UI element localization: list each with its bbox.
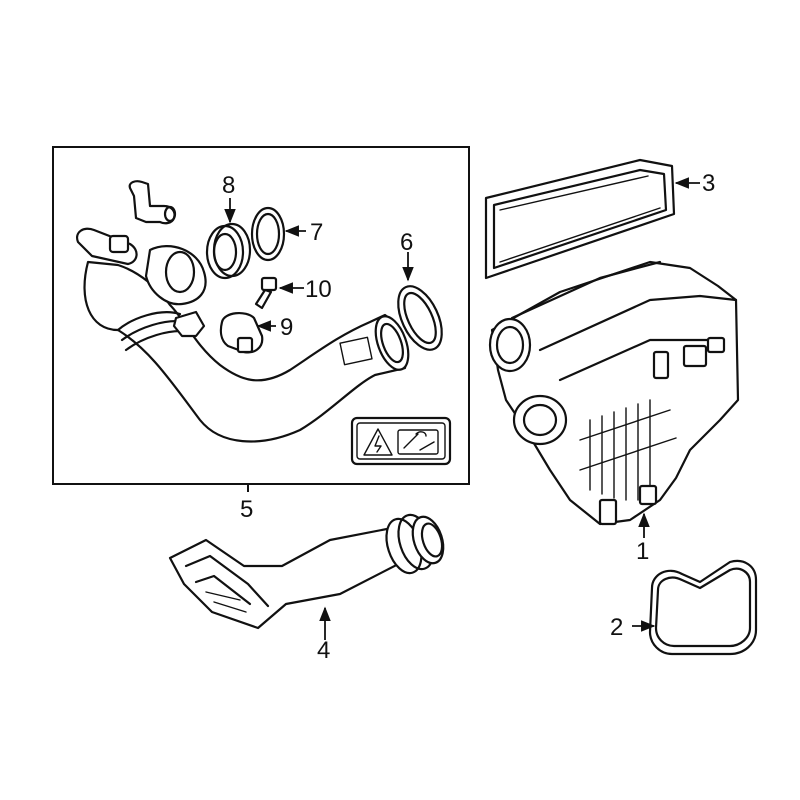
callout-5: 5 [240, 496, 253, 523]
callout-9: 9 [280, 314, 293, 341]
assembly-5-frame [52, 146, 470, 492]
bolt-part-10 [254, 276, 278, 310]
clamp-ring-part-8 [205, 222, 252, 280]
tools-wrench-icon [397, 429, 439, 455]
warning-label [350, 416, 452, 466]
warning-electric-icon [363, 428, 393, 456]
housing-gasket-part-2 [648, 559, 758, 656]
callout-4: 4 [317, 637, 330, 664]
callout-10: 10 [305, 276, 332, 303]
callout-8: 8 [222, 172, 235, 199]
air-filter-housing-part-1 [488, 260, 740, 526]
callout-7: 7 [310, 219, 323, 246]
air-filter-part-3 [484, 158, 676, 280]
callout-6: 6 [400, 229, 413, 256]
callouts: 1 2 3 4 5 6 7 8 9 10 [222, 170, 715, 664]
gasket-part-6 [397, 285, 443, 351]
callout-2: 2 [610, 614, 623, 641]
inlet-duct-part-4 [168, 513, 445, 630]
callout-3: 3 [702, 170, 715, 197]
intake-duct-part-5 [76, 180, 452, 466]
sensor-part-9 [219, 312, 264, 354]
callout-1: 1 [636, 538, 649, 565]
seal-ring-part-7 [250, 206, 286, 262]
leader-lines [224, 177, 700, 640]
